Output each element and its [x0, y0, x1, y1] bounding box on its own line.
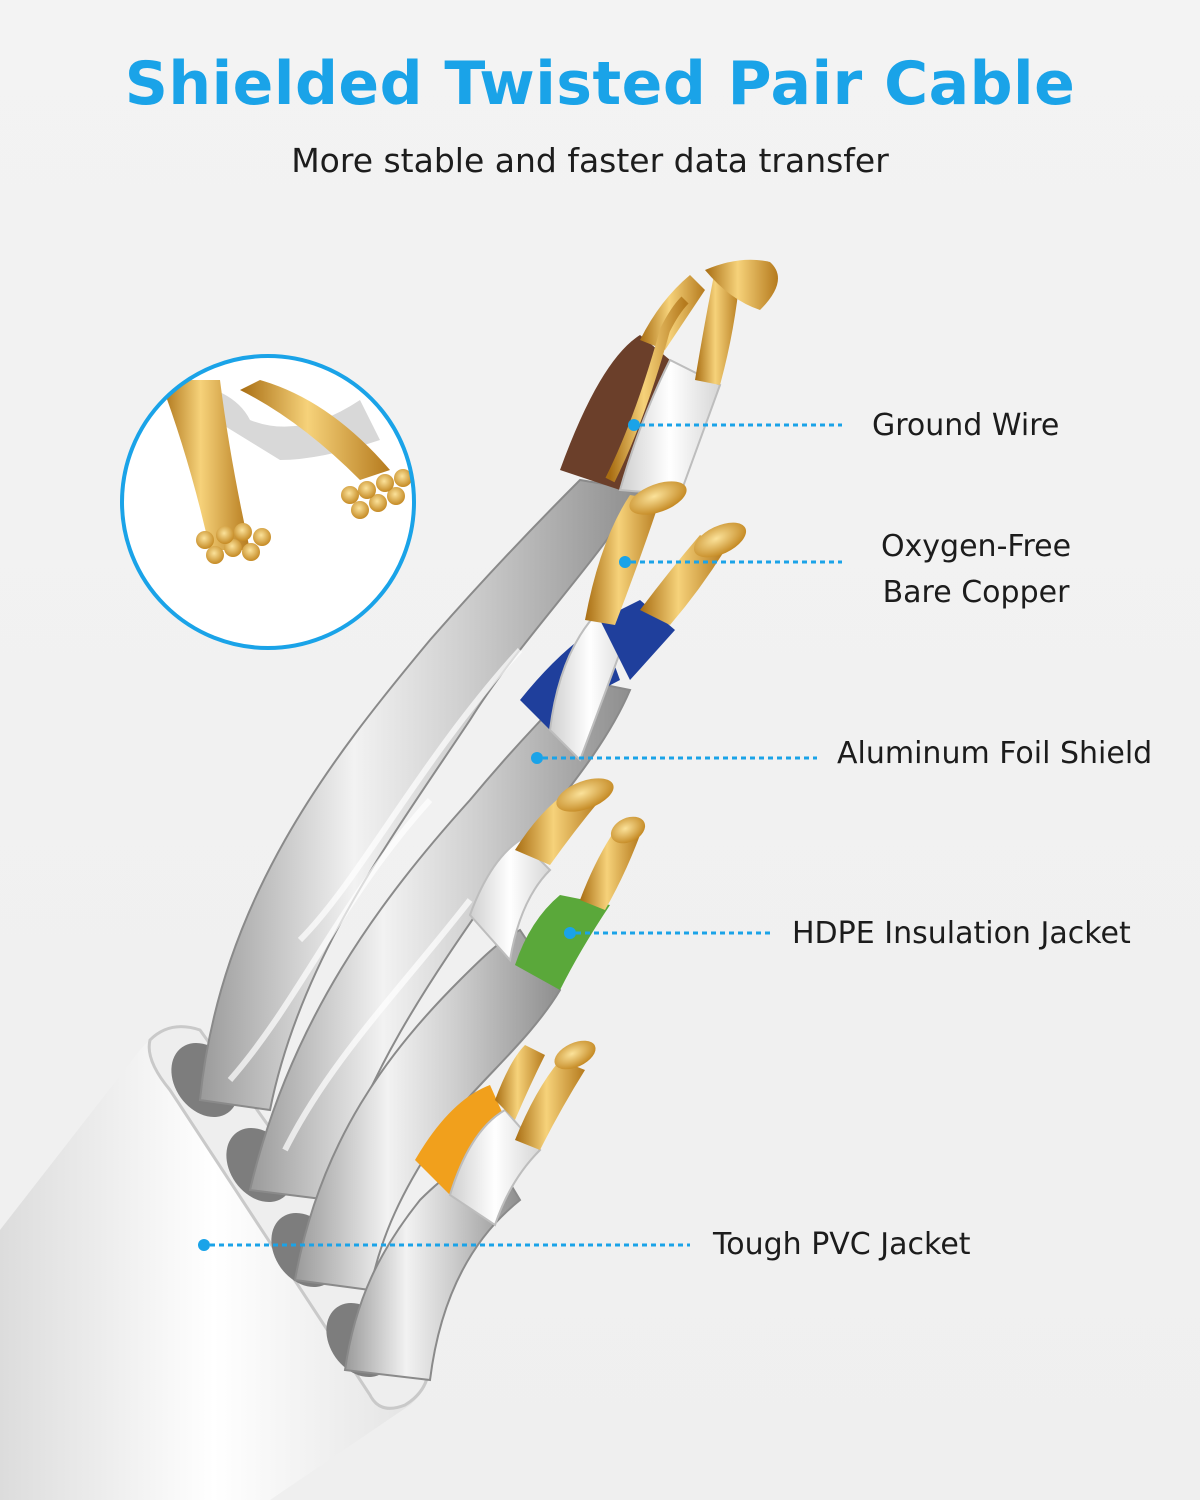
copper-strands-closeup-icon — [150, 380, 412, 564]
leader-aluminum-foil-shield — [531, 752, 817, 764]
leader-hdpe-insulation-jacket — [564, 927, 770, 939]
page-title: Shielded Twisted Pair Cable — [124, 49, 1076, 119]
label-ground-wire: Ground Wire — [872, 403, 1059, 449]
label-hdpe-insulation-jacket: HDPE Insulation Jacket — [792, 911, 1131, 957]
strand-end-left — [196, 523, 271, 564]
green-white-pair — [468, 778, 646, 990]
label-oxygen-free-line-1: Oxygen-Free — [880, 529, 1072, 564]
orange-white-pair — [415, 1040, 596, 1227]
label-tough-pvc-jacket: Tough PVC Jacket — [713, 1222, 971, 1268]
brown-white-pair — [560, 259, 778, 497]
label-oxygen-free-bare-copper: Oxygen-Free Bare Copper — [866, 524, 1086, 616]
page-subtitle: More stable and faster data transfer — [291, 141, 889, 180]
leader-oxygen-free-bare-copper — [619, 556, 842, 568]
strand-end-right — [341, 469, 412, 519]
foil-shield-pair-2 — [248, 678, 632, 1202]
label-oxygen-free-line-2: Bare Copper — [882, 575, 1070, 610]
label-aluminum-foil-shield-line-1: Aluminum Foil Shield — [837, 736, 1153, 771]
label-ground-wire-line-1: Ground Wire — [872, 408, 1060, 443]
label-hdpe-insulation-jacket-line-1: HDPE Insulation Jacket — [792, 916, 1131, 951]
zoom-inset — [120, 354, 416, 650]
label-aluminum-foil-shield: Aluminum Foil Shield — [837, 731, 1152, 777]
leader-tough-pvc-jacket — [198, 1239, 690, 1251]
label-tough-pvc-jacket-line-1: Tough PVC Jacket — [713, 1227, 971, 1262]
leader-ground-wire — [628, 419, 842, 431]
